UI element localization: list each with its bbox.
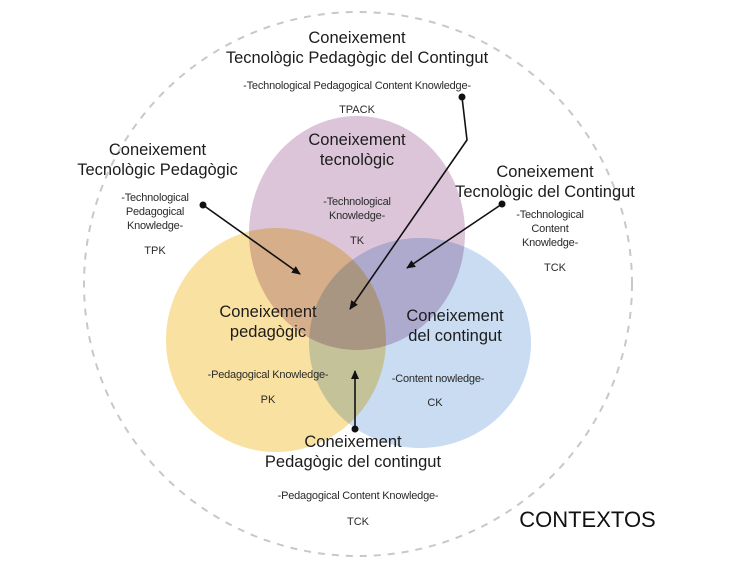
tk-english: -Technological Knowledge- [297,195,417,223]
tpack-title-line2: Tecnològic Pedagògic del Contingut [225,49,489,67]
tk-title-line1: Coneixement [308,131,406,149]
context-outer-circle [83,11,633,557]
ck-title: Coneixement del contingut [380,306,530,346]
tpack-arrow [349,96,468,310]
tpack-english: -Technological Pedagogical Content Knowl… [243,80,471,92]
contexts-label: CONTEXTOS [519,507,656,532]
tk-english-line1: -Technological [323,196,391,208]
tpk-english-line2: Pedagogical [125,206,185,218]
pk-abbr: PK [260,394,276,406]
tck-title: Coneixement Tecnològic del Contingut [440,162,650,202]
tck-english-line1: -Technological [516,209,584,221]
tk-title: Coneixement tecnològic [287,130,427,170]
tck-english-line2: Content [531,223,569,235]
tpk-english-line1: -Technological [121,192,189,204]
pck-abbr: TCK [347,516,369,528]
tpk-english-line3: Knowledge- [126,220,184,232]
tpk-title-line1: Coneixement [108,141,207,159]
tpk-english: -Technological Pedagogical Knowledge- [105,191,205,233]
tck-title-line1: Coneixement [496,163,594,181]
ck-english: -Content nowledge- [391,373,485,385]
tpk-title: Coneixement Tecnològic Pedagògic [60,140,255,180]
ck-title-line2: del contingut [408,327,502,345]
tpack-title: Coneixement Tecnològic Pedagògic del Con… [207,28,507,68]
tck-english: -Technological Content Knowledge- [500,208,600,250]
pck-title-line2: Pedagògic del contingut [264,453,442,471]
ck-abbr: CK [427,397,443,409]
tk-title-line2: tecnològic [319,151,395,169]
pk-title: Coneixement pedagògic [198,302,338,342]
tpk-title-line2: Tecnològic Pedagògic [77,161,238,179]
tk-abbr: TK [349,235,365,247]
tck-arrow [406,203,503,269]
pck-english: -Pedagogical Content Knowledge- [277,490,439,502]
tpack-abbr: TPACK [339,104,375,116]
ck-title-line1: Coneixement [406,307,504,325]
tck-abbr: TCK [544,262,566,274]
tpk-arrow [202,204,301,275]
tck-title-line2: Tecnològic del Contingut [455,183,635,201]
tpk-abbr: TPK [144,245,166,257]
pk-title-line2: pedagògic [229,323,307,341]
pck-title-line1: Coneixement [304,433,402,451]
tpack-title-line1: Coneixement [308,29,406,47]
tk-english-line2: Knowledge- [328,210,386,222]
pk-title-line1: Coneixement [219,303,317,321]
pk-english: -Pedagogical Knowledge- [207,369,329,381]
tck-english-line3: Knowledge- [521,237,579,249]
content-knowledge-circle [309,238,531,448]
pck-title: Coneixement Pedagògic del contingut [238,432,468,472]
